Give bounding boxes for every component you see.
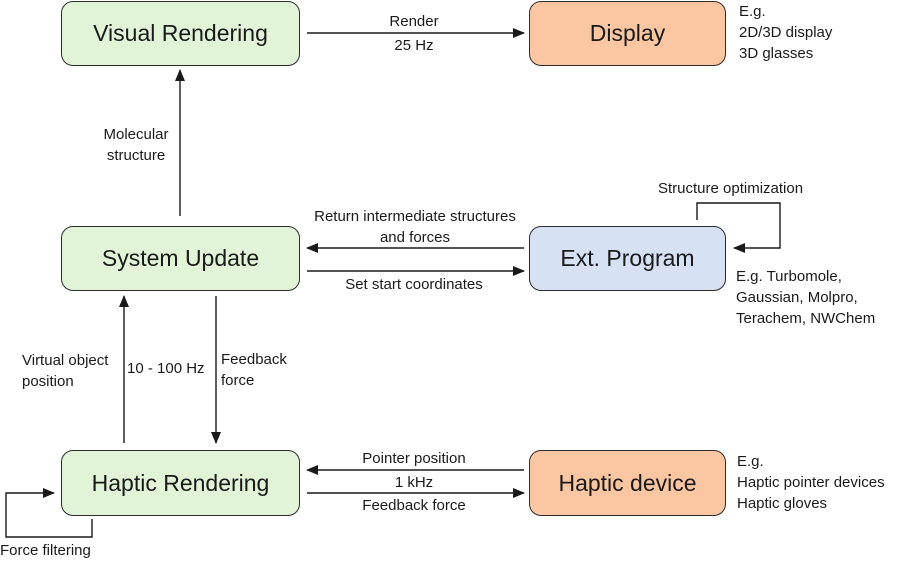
force-filtering-label: Force filtering xyxy=(0,542,91,559)
render-rate-label: 25 Hz xyxy=(394,37,434,54)
ext-program-box: Ext. Program xyxy=(529,226,726,291)
haptic-device-examples: E.g. Haptic pointer devices Haptic glove… xyxy=(737,453,885,512)
pointer-position-label: Pointer position xyxy=(362,450,466,467)
render-label: Render xyxy=(389,13,439,30)
system-update-box: System Update xyxy=(61,226,300,291)
display-box: Display xyxy=(529,1,726,66)
molecular-structure-label: Molecular structure xyxy=(103,126,169,164)
force-filtering-loop xyxy=(5,488,93,538)
virtual-object-position-label: Virtual object position xyxy=(22,352,109,390)
set-start-coordinates-label: Set start coordinates xyxy=(345,276,483,293)
return-structures-label: Return intermediate structures and force… xyxy=(314,208,516,246)
visual-rendering-box: Visual Rendering xyxy=(61,1,300,66)
haptic-device-box: Haptic device xyxy=(529,450,726,516)
haptic-rate-label: 1 kHz xyxy=(394,474,434,491)
structure-optimization-label: Structure optimization xyxy=(658,180,804,197)
update-rate-label: 10 - 100 Hz xyxy=(127,360,205,377)
haptic-rendering-box: Haptic Rendering xyxy=(61,450,300,516)
feedback-force-label: Feedback force xyxy=(362,497,466,514)
structure-optimization-loop xyxy=(696,202,781,253)
feedback-force-vertical-label: Feedback force xyxy=(221,351,287,389)
display-examples: E.g. 2D/3D display 3D glasses xyxy=(739,3,833,62)
ext-program-examples: E.g. Turbomole, Gaussian, Molpro, Terach… xyxy=(736,268,876,327)
